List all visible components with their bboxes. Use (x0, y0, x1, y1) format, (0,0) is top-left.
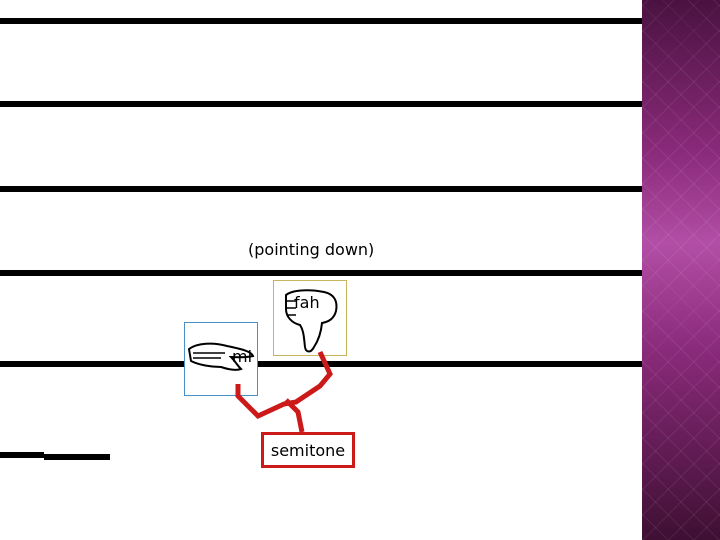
staff-line-3 (0, 186, 642, 192)
fah-sign-card: fah (273, 280, 347, 356)
hand-pointing-down-icon (285, 289, 338, 353)
mi-sign-card: mi (184, 322, 258, 396)
staff-line-1 (0, 18, 642, 24)
staff-line-5 (0, 361, 642, 367)
pointing-down-label: (pointing down) (248, 240, 375, 259)
hand-flat-icon (187, 342, 255, 371)
mi-sign-label: mi (232, 347, 253, 366)
decorative-sidebar (642, 0, 720, 540)
staff-line-2 (0, 101, 642, 107)
staff-line-4 (0, 270, 642, 276)
ledger-line (0, 452, 110, 460)
semitone-label-box: semitone (261, 432, 355, 468)
fah-sign-label: fah (294, 293, 320, 312)
semitone-label: semitone (270, 440, 346, 460)
